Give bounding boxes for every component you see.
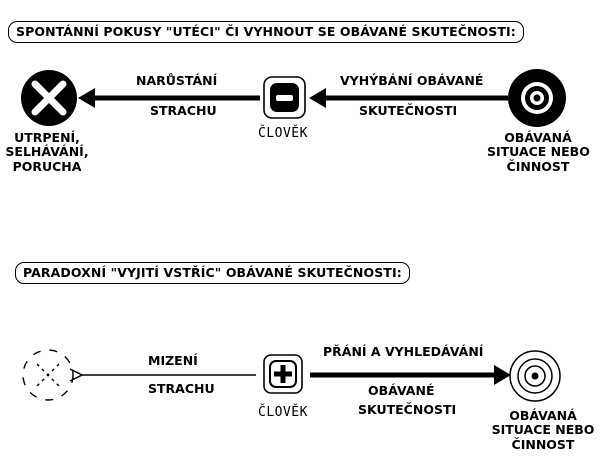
target-line: SITUACE NEBO [491,422,595,438]
faded-x-circle-icon [22,349,74,401]
target-line: OBÁVANÁ [509,408,577,423]
outcome-line: UTRPENÍ, [14,130,80,145]
target-icon [508,69,566,127]
arrow-avoidance [309,88,508,108]
outcome-line: PORUCHA [12,158,82,174]
plus-box-icon [263,354,303,394]
label-avoidance: VYHÝBÁNÍ OBÁVANÉ [340,73,484,88]
target-line: OBÁVANÁ [504,130,572,145]
outline-target-icon [509,350,561,402]
label-fear-2: STRACHU [148,381,215,396]
person-label: ČLOVĚK [258,126,308,141]
arrow-toward-outcome [78,88,260,108]
label-wish-seek: PŘÁNÍ A VYHLEDÁVÁNÍ [323,344,484,359]
label-feared: OBÁVANÉ [368,383,435,398]
arrow-approach [310,365,511,385]
target-text-2: OBÁVANÁ SITUACE NEBO ČINNOST [485,408,601,452]
target-line: ČINNOST [506,158,570,174]
outcome-text: UTRPENÍ, SELHÁVÁNÍ, PORUCHA [4,130,90,174]
target-text: OBÁVANÁ SITUACE NEBO ČINNOST [487,130,590,174]
label-reality-2: SKUTEČNOSTI [358,402,457,417]
section2-header: PARADOXNÍ "VYJITÍ VSTŘÍC" OBÁVANÉ SKUTEČ… [15,262,410,284]
target-line: SITUACE NEBO [487,144,590,160]
label-fear: STRACHU [150,103,217,118]
label-fear-growing: NARŮSTÁNÍ [136,73,218,88]
section1-header: SPONTÁNNÍ POKUSY "UTÉCI" ČI VYHNOUT SE O… [8,21,524,43]
target-line: ČINNOST [511,436,575,452]
x-circle-icon [21,70,77,126]
label-reality: SKUTEČNOSTI [359,103,458,118]
label-fear-vanishing: MIZENÍ [148,353,198,368]
outcome-line: SELHÁVÁNÍ, [5,144,89,160]
minus-box-icon [263,76,306,119]
person-label-2: ČLOVĚK [258,405,308,420]
